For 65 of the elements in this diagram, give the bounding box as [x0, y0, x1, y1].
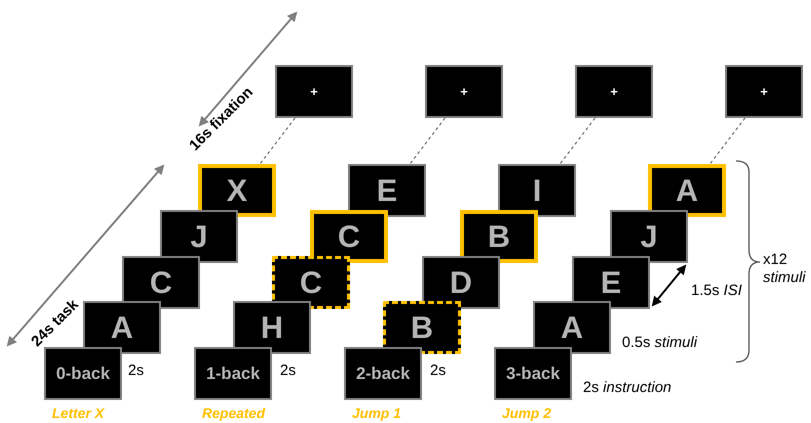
plus-sign: +: [310, 85, 318, 98]
edge-label: 1.5s ISI: [691, 282, 742, 300]
screen-box: [533, 301, 611, 354]
screen-box: [233, 301, 311, 354]
dashed-connector: [560, 118, 596, 164]
instruction-text: 3-back: [506, 365, 560, 382]
stimulus-letter: E: [600, 267, 622, 298]
screen-box: [348, 164, 426, 217]
screen-box: [725, 65, 803, 118]
screen-box: [194, 347, 272, 400]
stimulus-letter: C: [150, 267, 172, 298]
repeat-label: x12 stimuli: [763, 251, 807, 287]
dashed-connector: [260, 118, 296, 164]
stimulus-letter: E: [376, 175, 398, 206]
screen-box: [83, 301, 161, 354]
plus-sign: +: [460, 85, 468, 98]
duration-label: 2s: [128, 362, 144, 380]
double-arrow: [652, 264, 686, 307]
stimulus-letter: J: [190, 221, 208, 252]
condition-label: Letter X: [52, 405, 104, 422]
condition-label: Jump 2: [502, 405, 552, 422]
screen-box: [422, 256, 500, 309]
duration-label: 2s: [430, 362, 446, 380]
dashed-connector: [410, 118, 446, 164]
stimulus-letter: B: [410, 312, 434, 343]
stimulus-letter: B: [488, 221, 510, 252]
screen-box: [310, 210, 388, 263]
screen-box: [383, 301, 461, 354]
instruction-text: 2-back: [356, 365, 410, 382]
instruction-text: 1-back: [206, 365, 260, 382]
screen-box: [648, 164, 726, 217]
screen-box: [610, 210, 688, 263]
screen-box: [122, 256, 200, 309]
stimulus-letter: H: [260, 312, 284, 343]
screen-box: [498, 164, 576, 217]
screen-box: [272, 256, 350, 309]
condition-label: Jump 1: [352, 405, 402, 422]
stimulus-letter: I: [532, 175, 542, 206]
instruction-text: 0-back: [56, 365, 110, 382]
stimulus-letter: A: [676, 175, 698, 206]
duration-label: 0.5s stimuli: [622, 334, 698, 352]
duration-label: 2s instruction: [583, 379, 672, 397]
stimulus-letter: C: [300, 267, 322, 298]
screen-box: [198, 164, 276, 217]
plus-sign: +: [760, 85, 768, 98]
dashed-connector: [710, 118, 746, 164]
screen-box: [275, 65, 353, 118]
duration-label: 2s: [280, 362, 296, 380]
screen-box: [44, 347, 122, 400]
screen-box: [494, 347, 572, 400]
stimulus-letter: A: [560, 312, 584, 343]
screen-box: [572, 256, 650, 309]
screen-box: [575, 65, 653, 118]
stimulus-letter: D: [450, 267, 472, 298]
stimulus-letter: X: [226, 175, 248, 206]
axis-label: 24s task: [28, 296, 83, 351]
stimulus-letter: J: [640, 221, 658, 252]
screen-box: [425, 65, 503, 118]
screen-box: [160, 210, 238, 263]
condition-label: Repeated: [202, 405, 266, 422]
screen-box: [344, 347, 422, 400]
plus-sign: +: [610, 85, 618, 98]
screen-box: [460, 210, 538, 263]
stimulus-letter: C: [338, 221, 360, 252]
stimulus-letter: A: [110, 312, 134, 343]
